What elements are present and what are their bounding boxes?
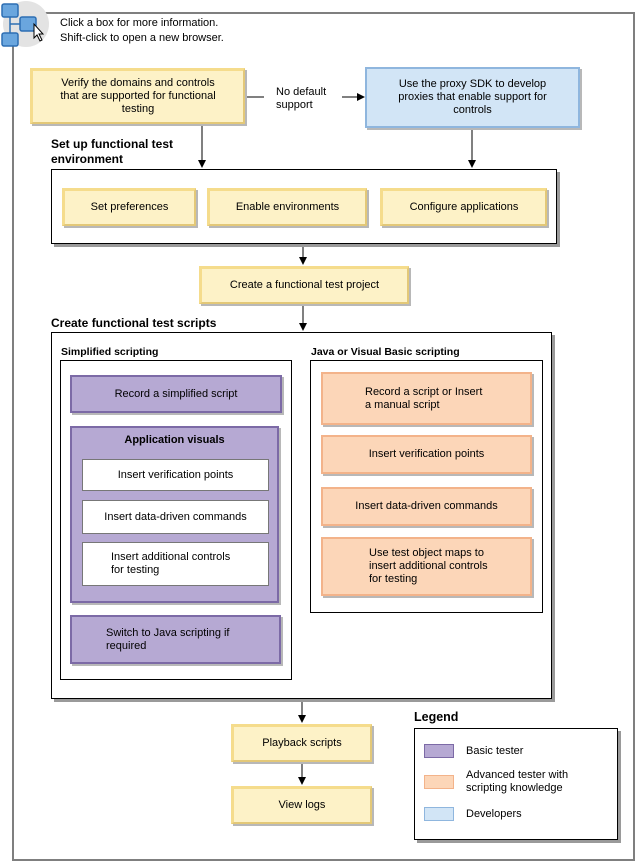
java-insert-data-driven-box[interactable]: Insert data-driven commands xyxy=(321,487,532,526)
switch-java-label: Switch to Java scripting if required xyxy=(106,626,230,652)
legend-label-basic: Basic tester xyxy=(466,744,524,757)
record-script-box[interactable]: Record a script or Insert a manual scrip… xyxy=(321,372,532,425)
setup-heading: Set up functional test environment xyxy=(51,137,174,166)
verify-domains-box[interactable]: Verify the domains and controls that are… xyxy=(30,68,245,124)
av-insert-data-driven-box[interactable]: Insert data-driven commands xyxy=(82,500,269,534)
proxy-sdk-label: Use the proxy SDK to develop proxies tha… xyxy=(398,78,547,116)
av-insert-verification-label: Insert verification points xyxy=(117,468,234,481)
enable-environments-label: Enable environments xyxy=(235,201,340,213)
configure-applications-label: Configure applications xyxy=(409,201,519,213)
view-logs-box[interactable]: View logs xyxy=(231,786,372,824)
av-insert-additional-label: Insert additional controls for testing xyxy=(111,551,231,576)
simplified-scripting-heading: Simplified scripting xyxy=(61,346,159,358)
proxy-sdk-box[interactable]: Use the proxy SDK to develop proxies tha… xyxy=(365,67,580,128)
legend-label-developers: Developers xyxy=(466,807,522,820)
create-project-label: Create a functional test project xyxy=(229,279,380,291)
set-preferences-label: Set preferences xyxy=(90,201,169,213)
create-project-box[interactable]: Create a functional test project xyxy=(199,266,409,304)
instruction-line-2: Shift-click to open a new browser. xyxy=(60,32,224,44)
playback-scripts-label: Playback scripts xyxy=(262,737,342,749)
java-scripting-panel xyxy=(310,360,543,613)
record-simplified-label: Record a simplified script xyxy=(114,387,238,400)
switch-java-box[interactable]: Switch to Java scripting if required xyxy=(70,615,281,664)
view-logs-label: View logs xyxy=(278,799,326,811)
no-default-support-label: No default support xyxy=(276,86,327,111)
configure-applications-box[interactable]: Configure applications xyxy=(380,188,547,226)
java-insert-verification-box[interactable]: Insert verification points xyxy=(321,435,532,474)
legend-title: Legend xyxy=(414,710,459,724)
av-insert-additional-box[interactable]: Insert additional controls for testing xyxy=(82,542,269,586)
legend-swatch-basic xyxy=(424,744,454,758)
instruction-line-1: Click a box for more information. xyxy=(60,17,219,29)
flowchart-click-icon xyxy=(0,0,50,52)
set-preferences-box[interactable]: Set preferences xyxy=(62,188,196,226)
java-insert-data-driven-label: Insert data-driven commands xyxy=(355,500,498,512)
verify-domains-label: Verify the domains and controls that are… xyxy=(60,77,216,115)
java-insert-verification-label: Insert verification points xyxy=(368,448,485,460)
enable-environments-box[interactable]: Enable environments xyxy=(207,188,367,226)
object-maps-label: Use test object maps to insert additiona… xyxy=(369,547,488,585)
java-scripting-heading: Java or Visual Basic scripting xyxy=(311,346,460,358)
legend-swatch-developers xyxy=(424,807,454,821)
av-insert-verification-box[interactable]: Insert verification points xyxy=(82,459,269,491)
legend-swatch-advanced xyxy=(424,775,454,789)
playback-scripts-box[interactable]: Playback scripts xyxy=(231,724,372,762)
av-insert-data-driven-label: Insert data-driven commands xyxy=(104,510,247,523)
instructions: Click a box for more information. Shift-… xyxy=(60,16,360,46)
record-script-label: Record a script or Insert a manual scrip… xyxy=(365,385,483,411)
application-visuals-heading: Application visuals xyxy=(124,434,225,446)
legend-label-advanced: Advanced tester with scripting knowledge xyxy=(466,769,569,794)
object-maps-box[interactable]: Use test object maps to insert additiona… xyxy=(321,537,532,596)
simplified-scripting-panel xyxy=(60,360,292,680)
scripts-heading: Create functional test scripts xyxy=(51,316,217,330)
record-simplified-box[interactable]: Record a simplified script xyxy=(70,375,282,413)
